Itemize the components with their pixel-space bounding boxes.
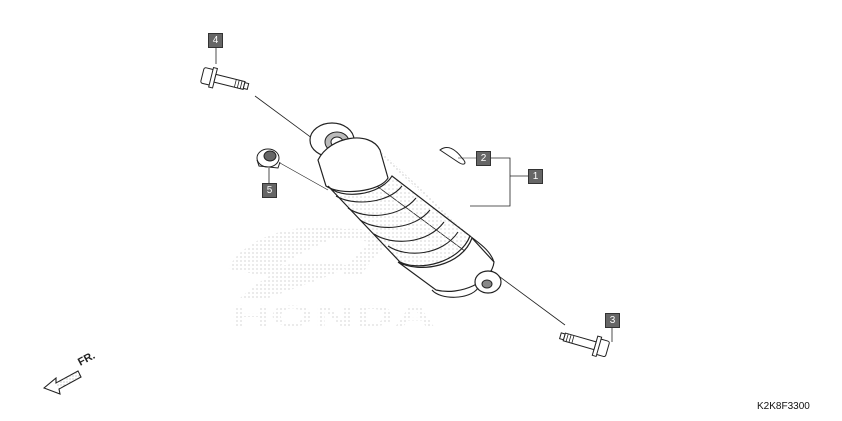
diagram-code: K2K8F3300	[757, 401, 810, 412]
spring-clip	[439, 147, 476, 165]
callout-5: 5	[262, 183, 277, 198]
nut-axis-line	[279, 162, 329, 191]
upper-bolt	[200, 66, 250, 90]
front-direction-arrow	[42, 370, 82, 395]
flange-nut	[256, 148, 281, 169]
callout-4: 4	[208, 33, 223, 48]
honda-text-watermark: HONDA	[230, 300, 435, 333]
lower-bolt	[558, 332, 610, 358]
callout-1-leader	[470, 157, 528, 207]
rear-shock-absorber	[309, 122, 502, 298]
callout-3: 3	[605, 313, 620, 328]
honda-wing-watermark	[228, 227, 392, 300]
callout-2: 2	[476, 151, 491, 166]
callout-1: 1	[528, 169, 543, 184]
